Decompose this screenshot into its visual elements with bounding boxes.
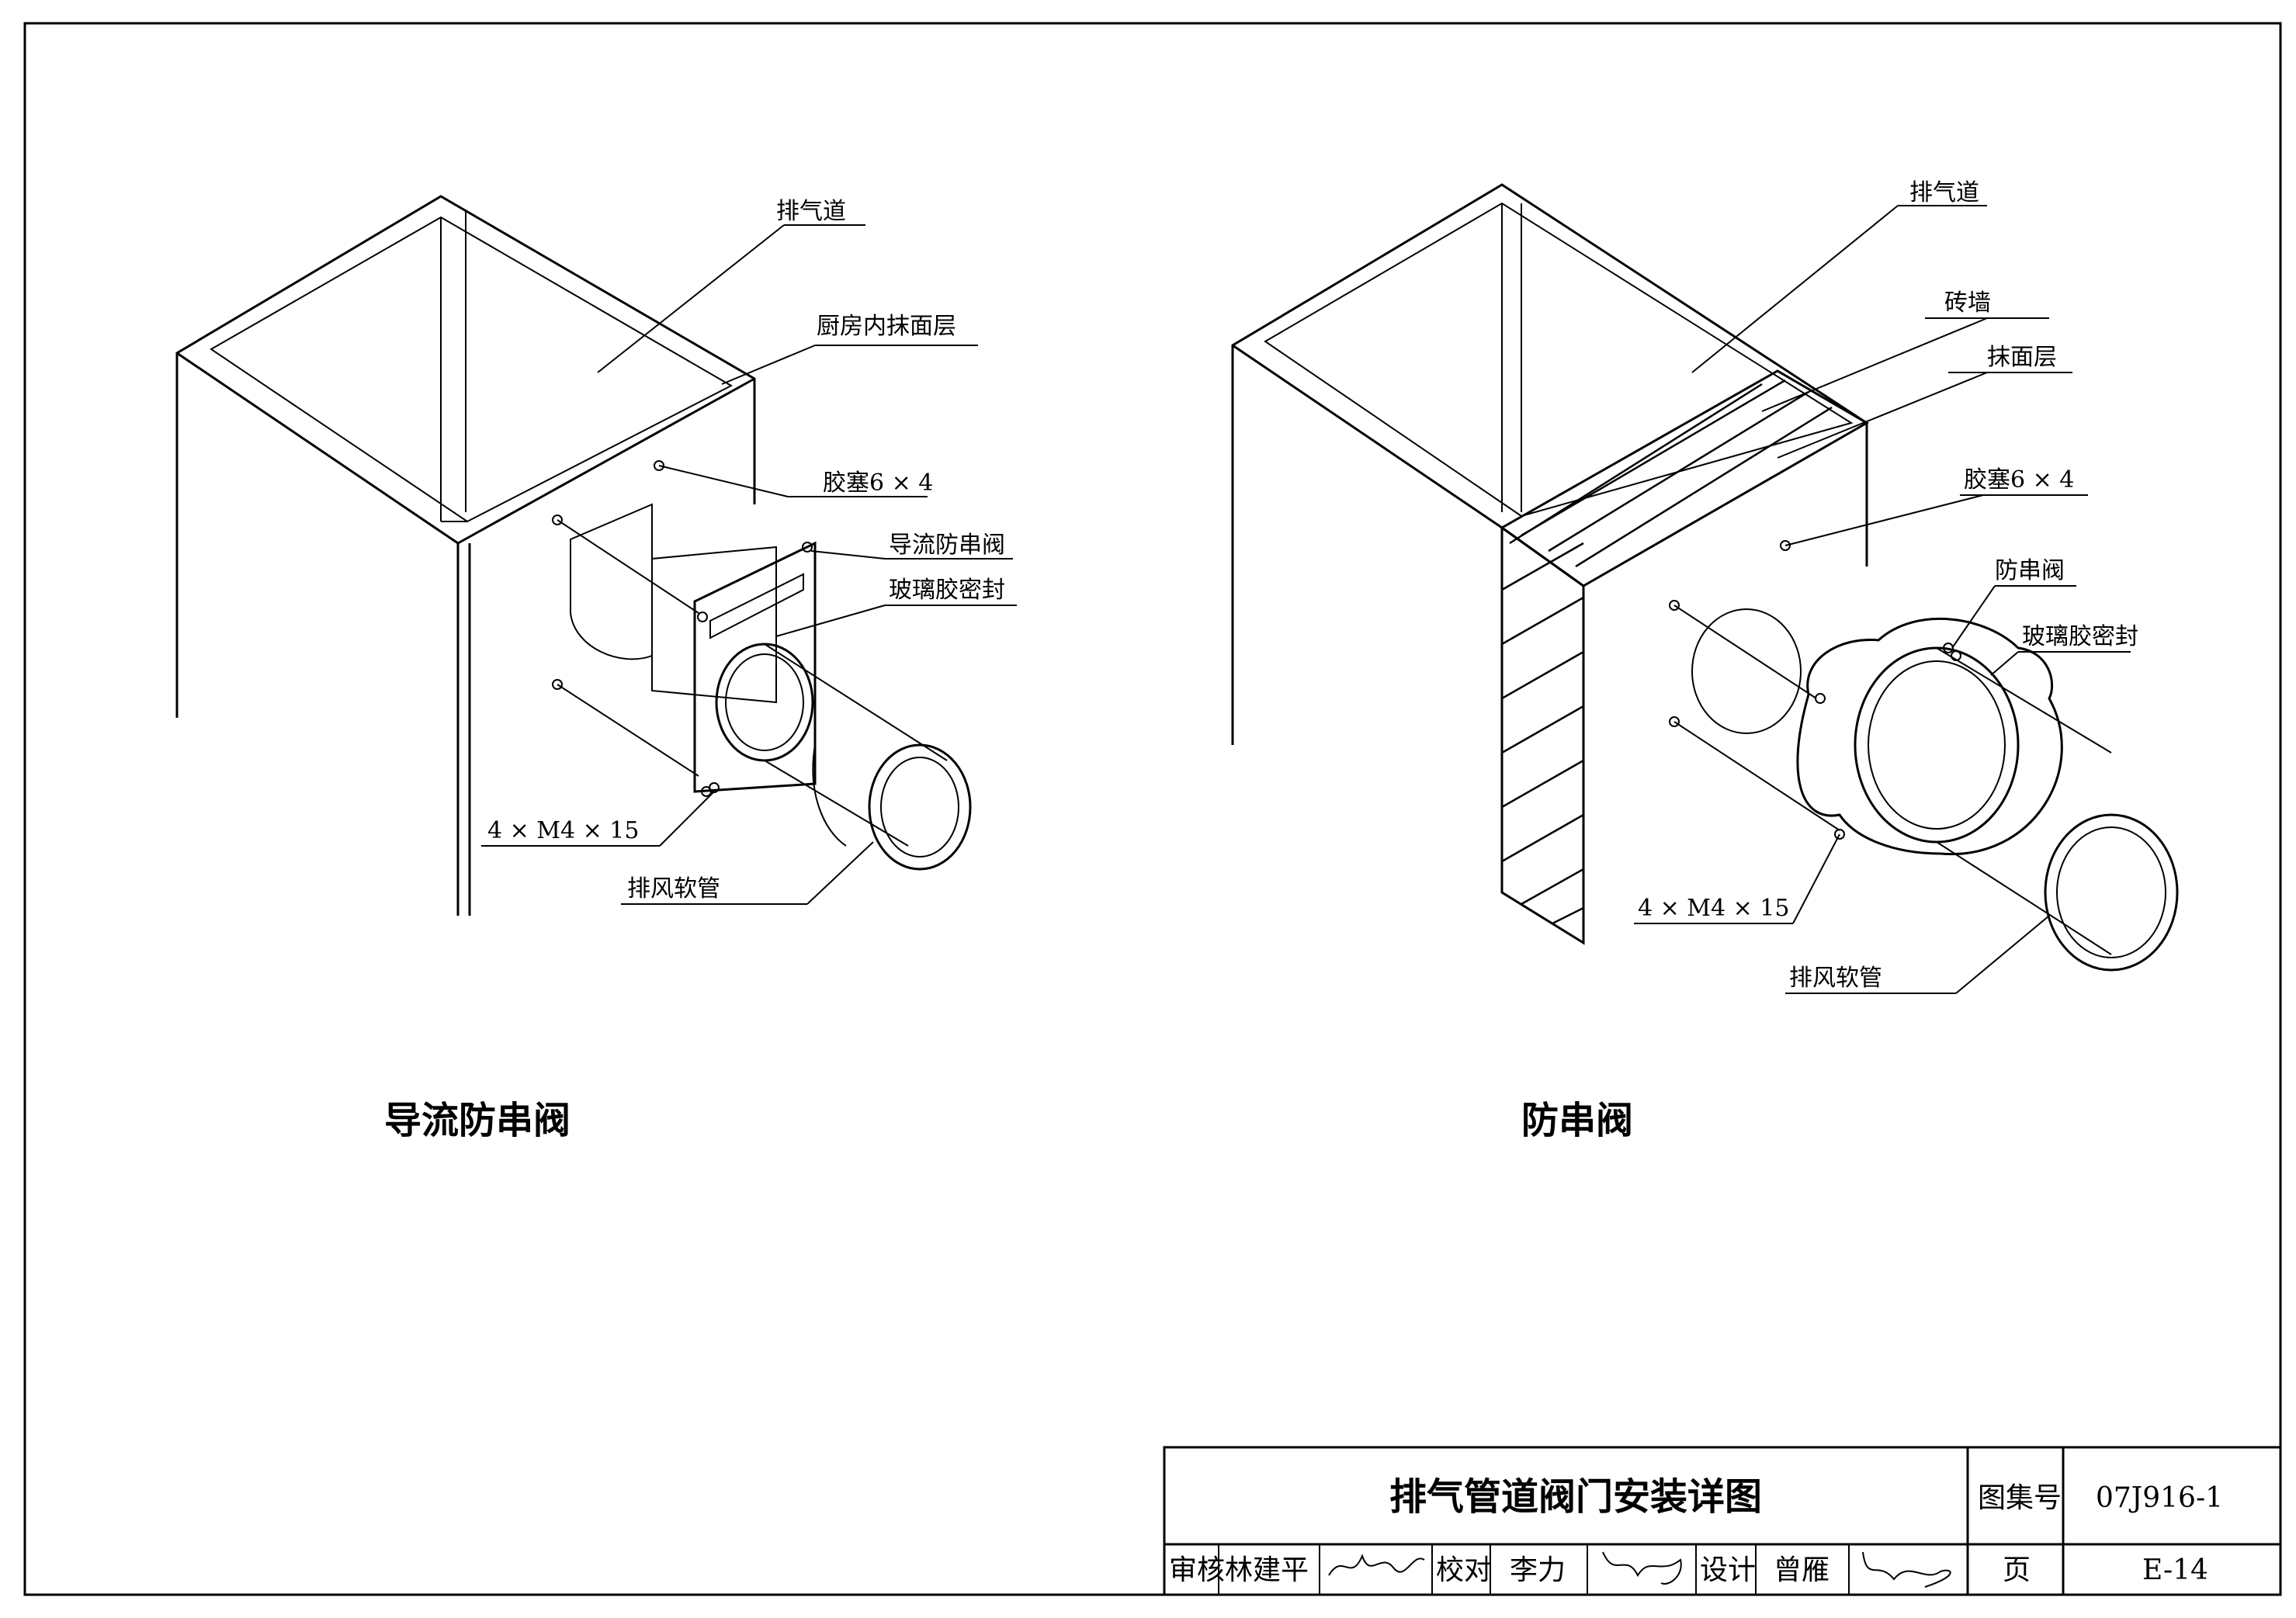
right-valve-flange — [1796, 618, 2063, 856]
left-valve-collar — [715, 643, 814, 762]
left-exhaust-hose-end — [868, 743, 972, 871]
right-label-screws: 4 × M4 × 15 — [1638, 895, 1789, 922]
checker-name: 李力 — [1510, 1554, 1566, 1586]
sheet-border — [23, 22, 2282, 1596]
left-valve-flap — [570, 503, 653, 660]
right-label-plaster-layer: 抹面层 — [1987, 344, 2057, 371]
reviewer-name: 林建平 — [1225, 1554, 1309, 1586]
right-label-brick-wall: 砖墙 — [1944, 289, 1991, 317]
left-figure-caption: 导流防串阀 — [384, 1099, 571, 1142]
left-figure: 排气道 厨房内抹面层 胶塞6 × 4 导流防串阀 玻璃胶密封 4 × M4 × … — [175, 195, 1017, 1142]
design-label: 设计 — [1700, 1554, 1756, 1586]
right-figure: 排气道 砖墙 抹面层 胶塞6 × 4 防串阀 玻璃胶密封 4 × M4 × 15… — [1231, 179, 2179, 1142]
designer-name: 曾雁 — [1774, 1554, 1830, 1586]
right-label-exhaust-duct: 排气道 — [1909, 179, 1979, 206]
right-figure-caption: 防串阀 — [1521, 1099, 1633, 1142]
right-duct-top-front-edge — [1232, 344, 1503, 529]
page-number: E-14 — [2142, 1554, 2208, 1586]
check-label: 校对 — [1436, 1554, 1492, 1586]
left-label-guide-valve: 导流防串阀 — [889, 532, 1005, 559]
right-label-exhaust-hose: 排风软管 — [1789, 965, 1882, 992]
right-valve-disc — [1691, 608, 1802, 734]
reviewer-signature — [1328, 1554, 1425, 1576]
page-label: 页 — [2003, 1554, 2031, 1586]
title-block: 排气管道阀门安装详图 图集号 07J916-1 审核 林建平 校对 李力 设计 … — [1163, 1446, 2282, 1596]
drawing-title: 排气管道阀门安装详图 — [1389, 1475, 1762, 1519]
left-duct-opening — [210, 216, 734, 523]
right-exhaust-hose-end — [2044, 813, 2179, 972]
left-label-rubber-plug: 胶塞6 × 4 — [823, 469, 933, 497]
designer-signature — [1862, 1551, 1951, 1588]
right-duct-outline — [1231, 183, 1868, 745]
right-label-rubber-plug: 胶塞6 × 4 — [1964, 466, 2074, 494]
left-label-glass-glue-seal: 玻璃胶密封 — [889, 577, 1005, 604]
review-label: 审核 — [1169, 1554, 1225, 1586]
checker-signature — [1602, 1551, 1682, 1585]
left-label-screws: 4 × M4 × 15 — [487, 817, 639, 844]
right-brick-wall — [1500, 369, 1869, 945]
left-label-exhaust-hose: 排风软管 — [627, 875, 720, 903]
left-label-kitchen-plaster: 厨房内抹面层 — [817, 313, 956, 340]
right-label-glass-glue-seal: 玻璃胶密封 — [2022, 623, 2138, 650]
left-duct-outline — [175, 195, 756, 718]
atlas-no-label: 图集号 — [1978, 1482, 2062, 1514]
left-valve-plate — [693, 541, 817, 793]
left-label-exhaust-duct: 排气道 — [776, 198, 846, 225]
right-label-anti-backflow-valve: 防串阀 — [1995, 557, 2065, 584]
right-duct-opening — [1264, 202, 1854, 518]
atlas-no: 07J916-1 — [2096, 1482, 2223, 1514]
left-duct-top-front-edge — [176, 352, 459, 545]
right-valve-collar — [1854, 646, 2020, 844]
